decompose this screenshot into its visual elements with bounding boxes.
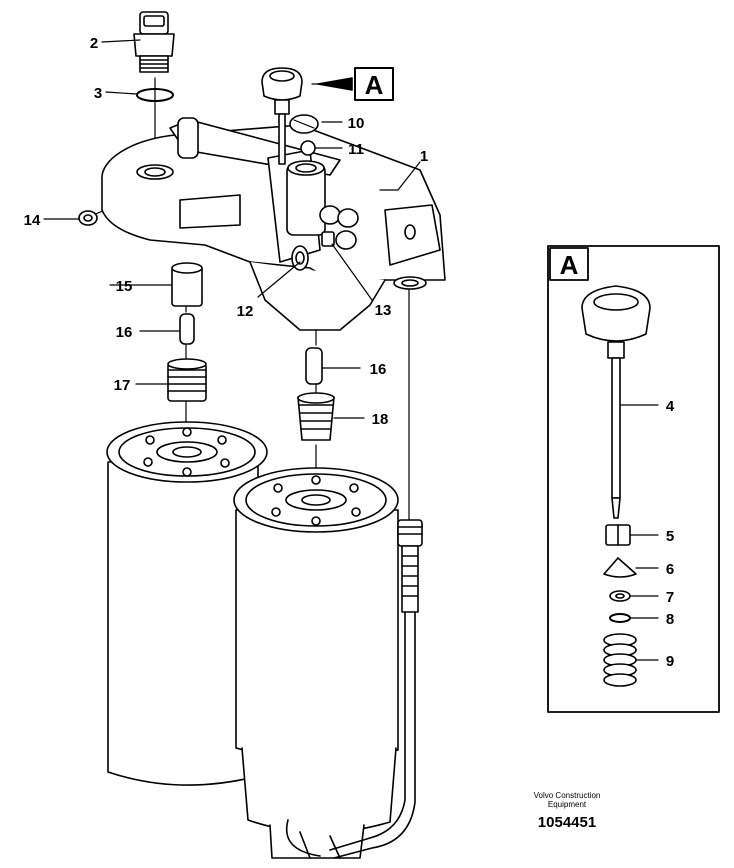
callout-10: 10 bbox=[348, 115, 365, 132]
seal-part-16-right bbox=[305, 347, 323, 385]
callout-5: 5 bbox=[666, 528, 674, 545]
leader-lines bbox=[43, 39, 659, 661]
detail-a-letter-box bbox=[549, 247, 589, 281]
hand-pump-part-4 bbox=[581, 285, 651, 519]
ball-part-11 bbox=[300, 140, 316, 156]
callout-18: 18 bbox=[372, 411, 389, 428]
detail-box-title: A bbox=[560, 250, 579, 280]
hand-pump-installed bbox=[261, 67, 303, 165]
o-ring-part-3 bbox=[136, 88, 174, 102]
pressure-sensor-part-2 bbox=[133, 11, 175, 73]
callout-16-right: 16 bbox=[370, 361, 387, 378]
callout-9: 9 bbox=[666, 653, 674, 670]
callout-8: 8 bbox=[666, 611, 674, 628]
filter-cartridge-left bbox=[106, 421, 268, 786]
seal-part-16-left bbox=[179, 313, 195, 345]
water-sensor-hose bbox=[285, 519, 423, 859]
callout-11: 11 bbox=[348, 141, 364, 158]
callout-6: 6 bbox=[666, 561, 674, 578]
spring-part-9 bbox=[603, 633, 637, 687]
callout-2: 2 bbox=[90, 35, 98, 52]
detail-reference-letter: A bbox=[365, 70, 384, 100]
o-ring-part-8 bbox=[609, 613, 631, 623]
publisher-credit-line-2: Equipment bbox=[547, 800, 587, 809]
detail-a-frame bbox=[547, 245, 720, 713]
nut-part-5 bbox=[605, 524, 631, 546]
callout-13: 13 bbox=[375, 302, 392, 319]
filter-head-housing-part-1 bbox=[101, 117, 446, 331]
callout-3: 3 bbox=[94, 85, 102, 102]
sleeve-part-15 bbox=[171, 262, 203, 307]
callout-14: 14 bbox=[24, 212, 41, 229]
detail-reference-box bbox=[354, 67, 394, 101]
detail-reference-arrow bbox=[317, 77, 353, 91]
callout-15: 15 bbox=[116, 278, 133, 295]
callout-17: 17 bbox=[114, 377, 131, 394]
callout-7: 7 bbox=[666, 589, 674, 606]
callout-12: 12 bbox=[237, 303, 254, 320]
plug-part-14 bbox=[78, 210, 98, 226]
nipple-part-18 bbox=[297, 392, 335, 441]
filter-cartridge-right bbox=[233, 467, 399, 859]
nipple-part-17 bbox=[167, 358, 207, 402]
bleed-screw-part-13 bbox=[321, 231, 335, 247]
callout-16-left: 16 bbox=[116, 324, 133, 341]
callout-4: 4 bbox=[666, 398, 675, 415]
port-part-12 bbox=[295, 251, 305, 265]
drawing-number: 1054451 bbox=[537, 814, 597, 831]
cone-part-6 bbox=[603, 557, 637, 578]
callout-1: 1 bbox=[420, 148, 428, 165]
publisher-credit-line-1: Volvo Construction bbox=[533, 791, 601, 800]
